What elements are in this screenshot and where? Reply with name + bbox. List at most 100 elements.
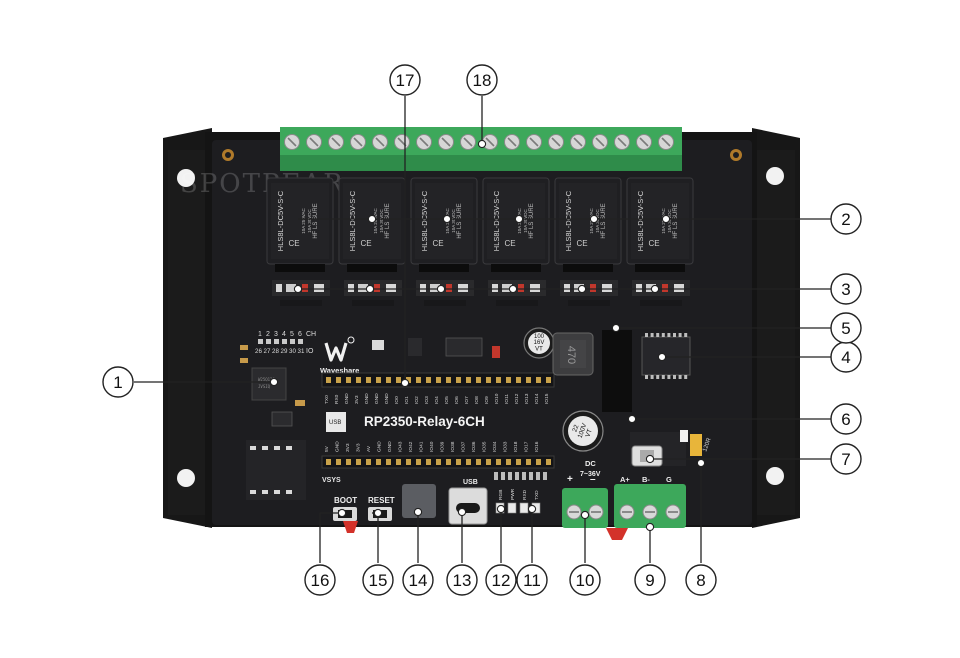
board-name-label: RP2350-Relay-6CH — [364, 414, 485, 429]
gpio-bottom-label: IO16 — [534, 441, 540, 452]
callout-dot — [477, 139, 487, 149]
mount-hole-tr — [766, 167, 784, 185]
flash-chip: W25Q128 JVSIQ — [251, 367, 287, 401]
callout-dot — [696, 458, 706, 468]
callout-circle — [685, 564, 717, 596]
callout-circle — [569, 564, 601, 596]
header-io-label: IO — [306, 348, 314, 355]
relay-model-label: HLS8L-DC5V-S-C — [348, 190, 357, 251]
relay-rating-label: 10A 30VDC — [307, 208, 312, 232]
svg-text:USB: USB — [329, 420, 341, 426]
callout-badge-4: 4 — [830, 341, 862, 373]
callout-badge-8: 8 — [685, 564, 717, 596]
rf-module — [246, 440, 306, 500]
brand-label: Waveshare — [320, 366, 359, 375]
callout-number: 5 — [841, 319, 850, 338]
gpio-top-label: IO9 — [484, 396, 490, 404]
power-terminal — [562, 488, 608, 528]
ch-number-label: 3 — [274, 331, 278, 338]
gpio-bottom-label: GND — [387, 441, 393, 452]
gpio-bottom-label: IO18 — [513, 441, 519, 452]
gpio-top-label: IO13 — [524, 393, 530, 404]
relay-model-label: HLS8L-DC5V-S-C — [492, 190, 501, 251]
vsys-label: VSYS — [322, 477, 341, 484]
relay-model-label: HLS8L-DC5V-S-C — [564, 190, 573, 251]
callout-badge-1: 1 — [102, 366, 134, 398]
callout-circle — [830, 403, 862, 435]
callout-dot — [413, 507, 423, 517]
relay-rating-label: 10A 30VDC — [379, 208, 384, 232]
gpio-top-label: GND — [384, 393, 390, 404]
capacitor-22uf: 22100VVT — [562, 410, 604, 452]
callout-dot — [373, 508, 383, 518]
callout-dot — [365, 284, 375, 294]
callout-dot — [442, 214, 452, 224]
callout-dot — [580, 510, 590, 520]
callout-number: 11 — [523, 571, 541, 590]
relay-model-label: HLS8L-DC5V-S-C — [636, 190, 645, 251]
rs485-a-label: A+ — [620, 475, 630, 484]
dc-range-label: 7~36V — [580, 471, 601, 478]
callout-badge-17: 17 — [389, 64, 421, 96]
callout-number: 15 — [369, 571, 388, 590]
relay-rating-label: 10A 250VAC — [301, 208, 306, 234]
gpio-top-label: IO1 — [404, 396, 410, 404]
usb-id-sticker — [326, 412, 346, 432]
rs485-terminal — [606, 484, 686, 540]
cap1-text-line: 16V — [534, 340, 545, 346]
callout-dot — [367, 214, 377, 224]
gpio-bottom-label: IO37 — [461, 441, 467, 452]
status-led — [507, 502, 517, 514]
gpio-bottom-label: IO38 — [450, 441, 456, 452]
gpio-bottom-label: IO40 — [429, 441, 435, 452]
callout-circle — [362, 564, 394, 596]
relay-indicator-row — [272, 280, 690, 306]
waveshare-logo: Waveshare — [320, 336, 359, 375]
callout-circle — [830, 203, 862, 235]
callout-circle — [634, 564, 666, 596]
callout-dot — [508, 284, 518, 294]
callout-dot — [611, 323, 621, 333]
callout-number: 17 — [396, 71, 415, 90]
callout-dot — [650, 284, 660, 294]
gpio-top-label: IO8 — [474, 396, 480, 404]
io-number-label: 30 — [289, 348, 296, 355]
power-minus-label: – — [590, 474, 596, 485]
callout-circle — [516, 564, 548, 596]
callout-dots — [269, 139, 706, 532]
callout-number: 8 — [696, 571, 705, 590]
callout-circle — [830, 312, 862, 344]
callout-badge-15: 15 — [362, 564, 394, 596]
callout-badge-2: 2 — [830, 203, 862, 235]
ch-number-label: 6 — [298, 331, 302, 338]
gpio-bottom-label: IO17 — [524, 441, 530, 452]
gpio-top-label: IO15 — [544, 393, 550, 404]
reset-label: RESET — [368, 496, 395, 505]
callout-number: 4 — [841, 348, 850, 367]
gpio-top-label: IO2 — [414, 396, 420, 404]
gpio-bottom-label: IO36 — [471, 441, 477, 452]
gpio-top-label: IO14 — [534, 393, 540, 404]
callout-dot — [269, 377, 279, 387]
resistor-120r-label: 120R — [702, 437, 713, 453]
gpio-bottom-label: IO42 — [408, 441, 414, 452]
svg-text:W25Q128: W25Q128 — [258, 377, 275, 382]
callout-dot — [436, 284, 446, 294]
callout-badge-9: 9 — [634, 564, 666, 596]
callout-dot — [627, 414, 637, 424]
callout-dot — [657, 352, 667, 362]
callout-badge-18: 18 — [466, 64, 498, 96]
mount-hole-bl — [177, 469, 195, 487]
callout-dot — [661, 214, 671, 224]
gpio-top-label: IO6 — [454, 396, 460, 404]
callout-dot — [337, 508, 347, 518]
boot-label: BOOT — [334, 496, 357, 505]
callout-number: 16 — [311, 571, 330, 590]
gpio-top-label: GND — [364, 393, 370, 404]
callout-badge-5: 5 — [830, 312, 862, 344]
